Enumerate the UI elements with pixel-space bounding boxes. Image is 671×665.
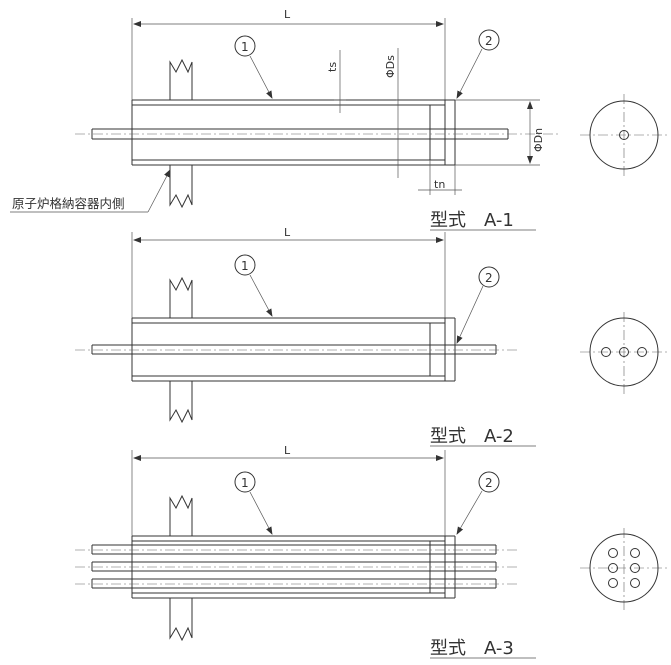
callout-1-a3: 1 xyxy=(241,476,249,490)
type-a3-assembly: L 1 2 xyxy=(75,444,668,659)
callout-1-a1: 1 xyxy=(241,40,249,54)
callout-2-a3: 2 xyxy=(485,476,493,490)
dim-l-label-a2: L xyxy=(284,226,291,239)
dim-ds-label: ΦDs xyxy=(384,55,397,78)
vessel-interior-note: 原子炉格納容器内側 xyxy=(12,196,125,211)
dim-tn-label: tn xyxy=(434,178,445,191)
type-a2-label: 型式 A-2 xyxy=(430,426,514,447)
dim-l-label-a1: L xyxy=(284,8,291,21)
type-a2-assembly: L 1 2 型式 A-2 xyxy=(75,226,668,447)
type-a3-label: 型式 A-3 xyxy=(430,638,514,659)
dim-l-label-a3: L xyxy=(284,444,291,457)
callout-2-a2: 2 xyxy=(485,271,493,285)
callout-2-a1: 2 xyxy=(485,34,493,48)
dim-ts-label: ts xyxy=(326,62,339,72)
type-a1-label: 型式 A-1 xyxy=(430,210,514,231)
callout-1-a2: 1 xyxy=(241,259,249,273)
dim-dn-label: ΦDn xyxy=(532,128,545,152)
type-a1-assembly: L ts ΦDs ΦDn xyxy=(10,8,668,231)
